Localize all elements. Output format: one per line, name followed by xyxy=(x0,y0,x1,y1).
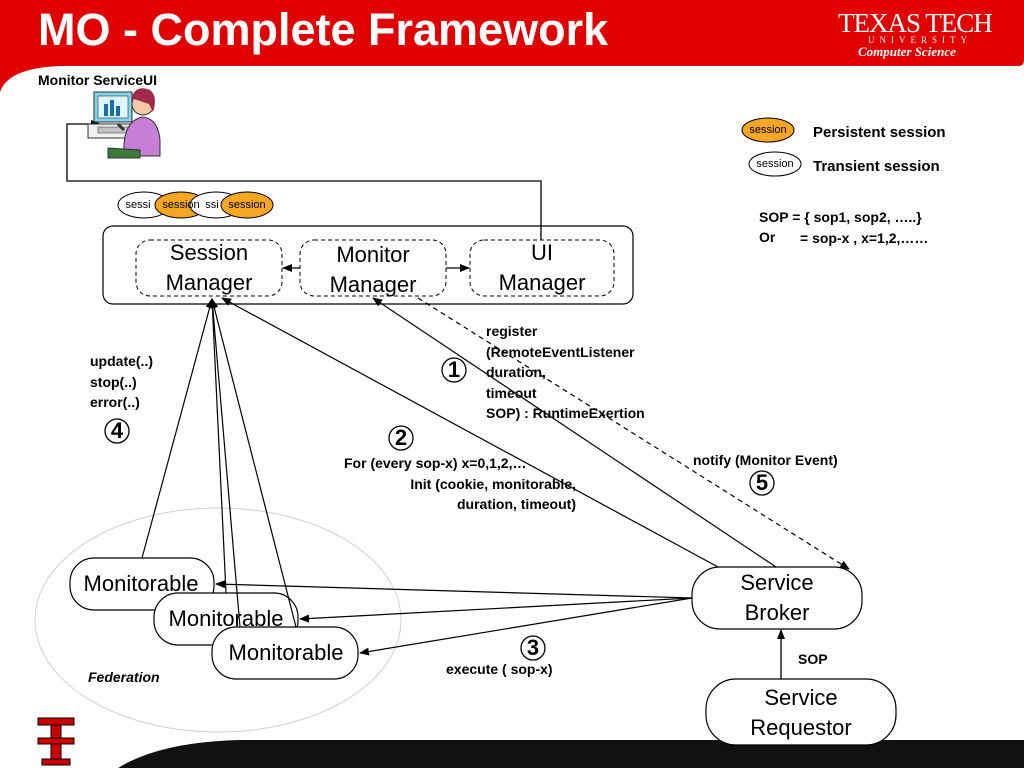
title-banner xyxy=(0,0,1024,92)
step-2-number: 2 xyxy=(394,425,408,450)
update-arrow-2 xyxy=(208,298,227,594)
ui-manager-line1: UI xyxy=(531,240,553,265)
slide-title: MO - Complete Framework xyxy=(38,4,609,55)
legend-persistent-tag-label: session xyxy=(749,124,787,136)
service-requestor-line2: Requestor xyxy=(750,715,852,740)
execute-arrow-1 xyxy=(215,580,693,599)
step-5-circle xyxy=(749,470,775,496)
service-requestor-box xyxy=(705,678,897,746)
legend-transient-tag-label: session xyxy=(756,158,794,170)
legend-persistent-label: Persistent session xyxy=(813,124,946,141)
step-1-line: timeout xyxy=(486,384,537,401)
step-2-line: Init (cookie, monitorable, xyxy=(410,475,576,492)
federation-label: Federation xyxy=(88,669,160,685)
step-5-number: 5 xyxy=(755,470,769,495)
monitor-manager-line2: Manager xyxy=(329,272,417,297)
ui-manager-line2: Manager xyxy=(498,270,586,295)
step-4-line: error(..) xyxy=(90,394,140,410)
logo-name: TEXAS TECH xyxy=(838,8,993,38)
double-t-logo xyxy=(37,717,75,766)
session-tag-4 xyxy=(220,191,274,219)
ui-manager-label: UI Manager xyxy=(470,238,614,298)
logo-department: Computer Science xyxy=(858,44,956,59)
service-requestor-label: Service Requestor xyxy=(706,683,896,743)
session-manager-box xyxy=(135,239,283,297)
ui-manager-box xyxy=(469,239,615,297)
step-1-line: SOP) : RuntimeExertion xyxy=(486,405,645,421)
notify-arrow xyxy=(417,297,850,570)
sop-definition-line1: SOP = { sop1, sop2, …..} xyxy=(759,209,922,225)
monitorable-1-label: Monitorable xyxy=(83,571,199,596)
ui-to-serviceui-arrow xyxy=(66,120,542,240)
step-2-line: duration, timeout) xyxy=(457,496,576,512)
step-2-circle xyxy=(388,425,414,451)
service-requestor-line1: Service xyxy=(764,685,838,710)
service-broker-label: Service Broker xyxy=(692,568,862,628)
update-arrow-3 xyxy=(208,298,241,628)
step-2-text: For (every sop-x) x=0,1,2,… Init (cookie… xyxy=(344,453,576,515)
legend-transient-label: Transient session xyxy=(813,158,940,175)
monitor-manager-label: Monitor Manager xyxy=(300,240,446,300)
init-arrow xyxy=(221,297,719,568)
computer-user-icon xyxy=(87,88,161,159)
step-1-circle xyxy=(441,357,467,383)
step-4-line: stop(..) xyxy=(90,373,137,390)
monitor-serviceui-label: Monitor ServiceUI xyxy=(38,72,158,88)
legend-persistent-tag xyxy=(741,117,795,143)
logo-university: UNIVERSITY xyxy=(868,35,972,45)
step-5-text: notify (Monitor Event) xyxy=(693,452,838,468)
session-tag-3-label: ssi xyxy=(205,199,219,211)
session-tag-1-label: sessi xyxy=(125,199,151,211)
session-manager-line1: Session xyxy=(169,240,249,265)
step-1-text: register (RemoteEventListener duration, … xyxy=(486,321,645,424)
managers-container xyxy=(102,225,634,305)
step-4-number: 4 xyxy=(110,418,124,443)
step-1-number: 1 xyxy=(447,357,461,382)
legend-transient-tag xyxy=(748,151,802,177)
update-arrow-4 xyxy=(210,298,297,628)
register-arrow xyxy=(372,297,777,568)
step-1-line: (RemoteEventListener xyxy=(486,343,635,360)
step-4-circle xyxy=(104,418,130,444)
session-manager-line2: Manager xyxy=(165,270,253,295)
step-4-text: update(..) stop(..) error(..) xyxy=(90,351,153,413)
service-broker-line2: Broker xyxy=(744,600,810,625)
service-broker-line1: Service xyxy=(740,570,814,595)
step-4-line: update(..) xyxy=(90,353,153,369)
execute-arrow-3 xyxy=(359,597,693,656)
monitorable-2-label: Monitorable xyxy=(168,606,284,631)
step-3-text: execute ( sop-x) xyxy=(446,661,553,677)
step-1-line: duration, xyxy=(486,364,546,380)
session-tag-2-label: session xyxy=(162,199,200,211)
session-manager-label: Session Manager xyxy=(136,238,282,298)
monitor-manager-line1: Monitor xyxy=(336,242,410,267)
federation-boundary xyxy=(34,507,402,733)
step-1-line: register xyxy=(486,323,538,339)
step-2-line: For (every sop-x) x=0,1,2,… xyxy=(344,455,527,471)
update-arrow-1 xyxy=(141,298,214,559)
monitorable-box-3 xyxy=(211,626,359,680)
sop-definition-line2: = sop-x , x=1,2,…… xyxy=(800,230,929,246)
footer-swoosh xyxy=(118,740,1024,768)
monitorable-3-label: Monitorable xyxy=(228,640,344,665)
step-3-number: 3 xyxy=(526,635,540,660)
session-tag-4-label: session xyxy=(228,199,266,211)
sop-definition-or: Or xyxy=(759,229,776,245)
sop-label: SOP xyxy=(798,651,828,667)
execute-arrow-2 xyxy=(299,597,693,623)
step-3-circle xyxy=(520,635,546,661)
